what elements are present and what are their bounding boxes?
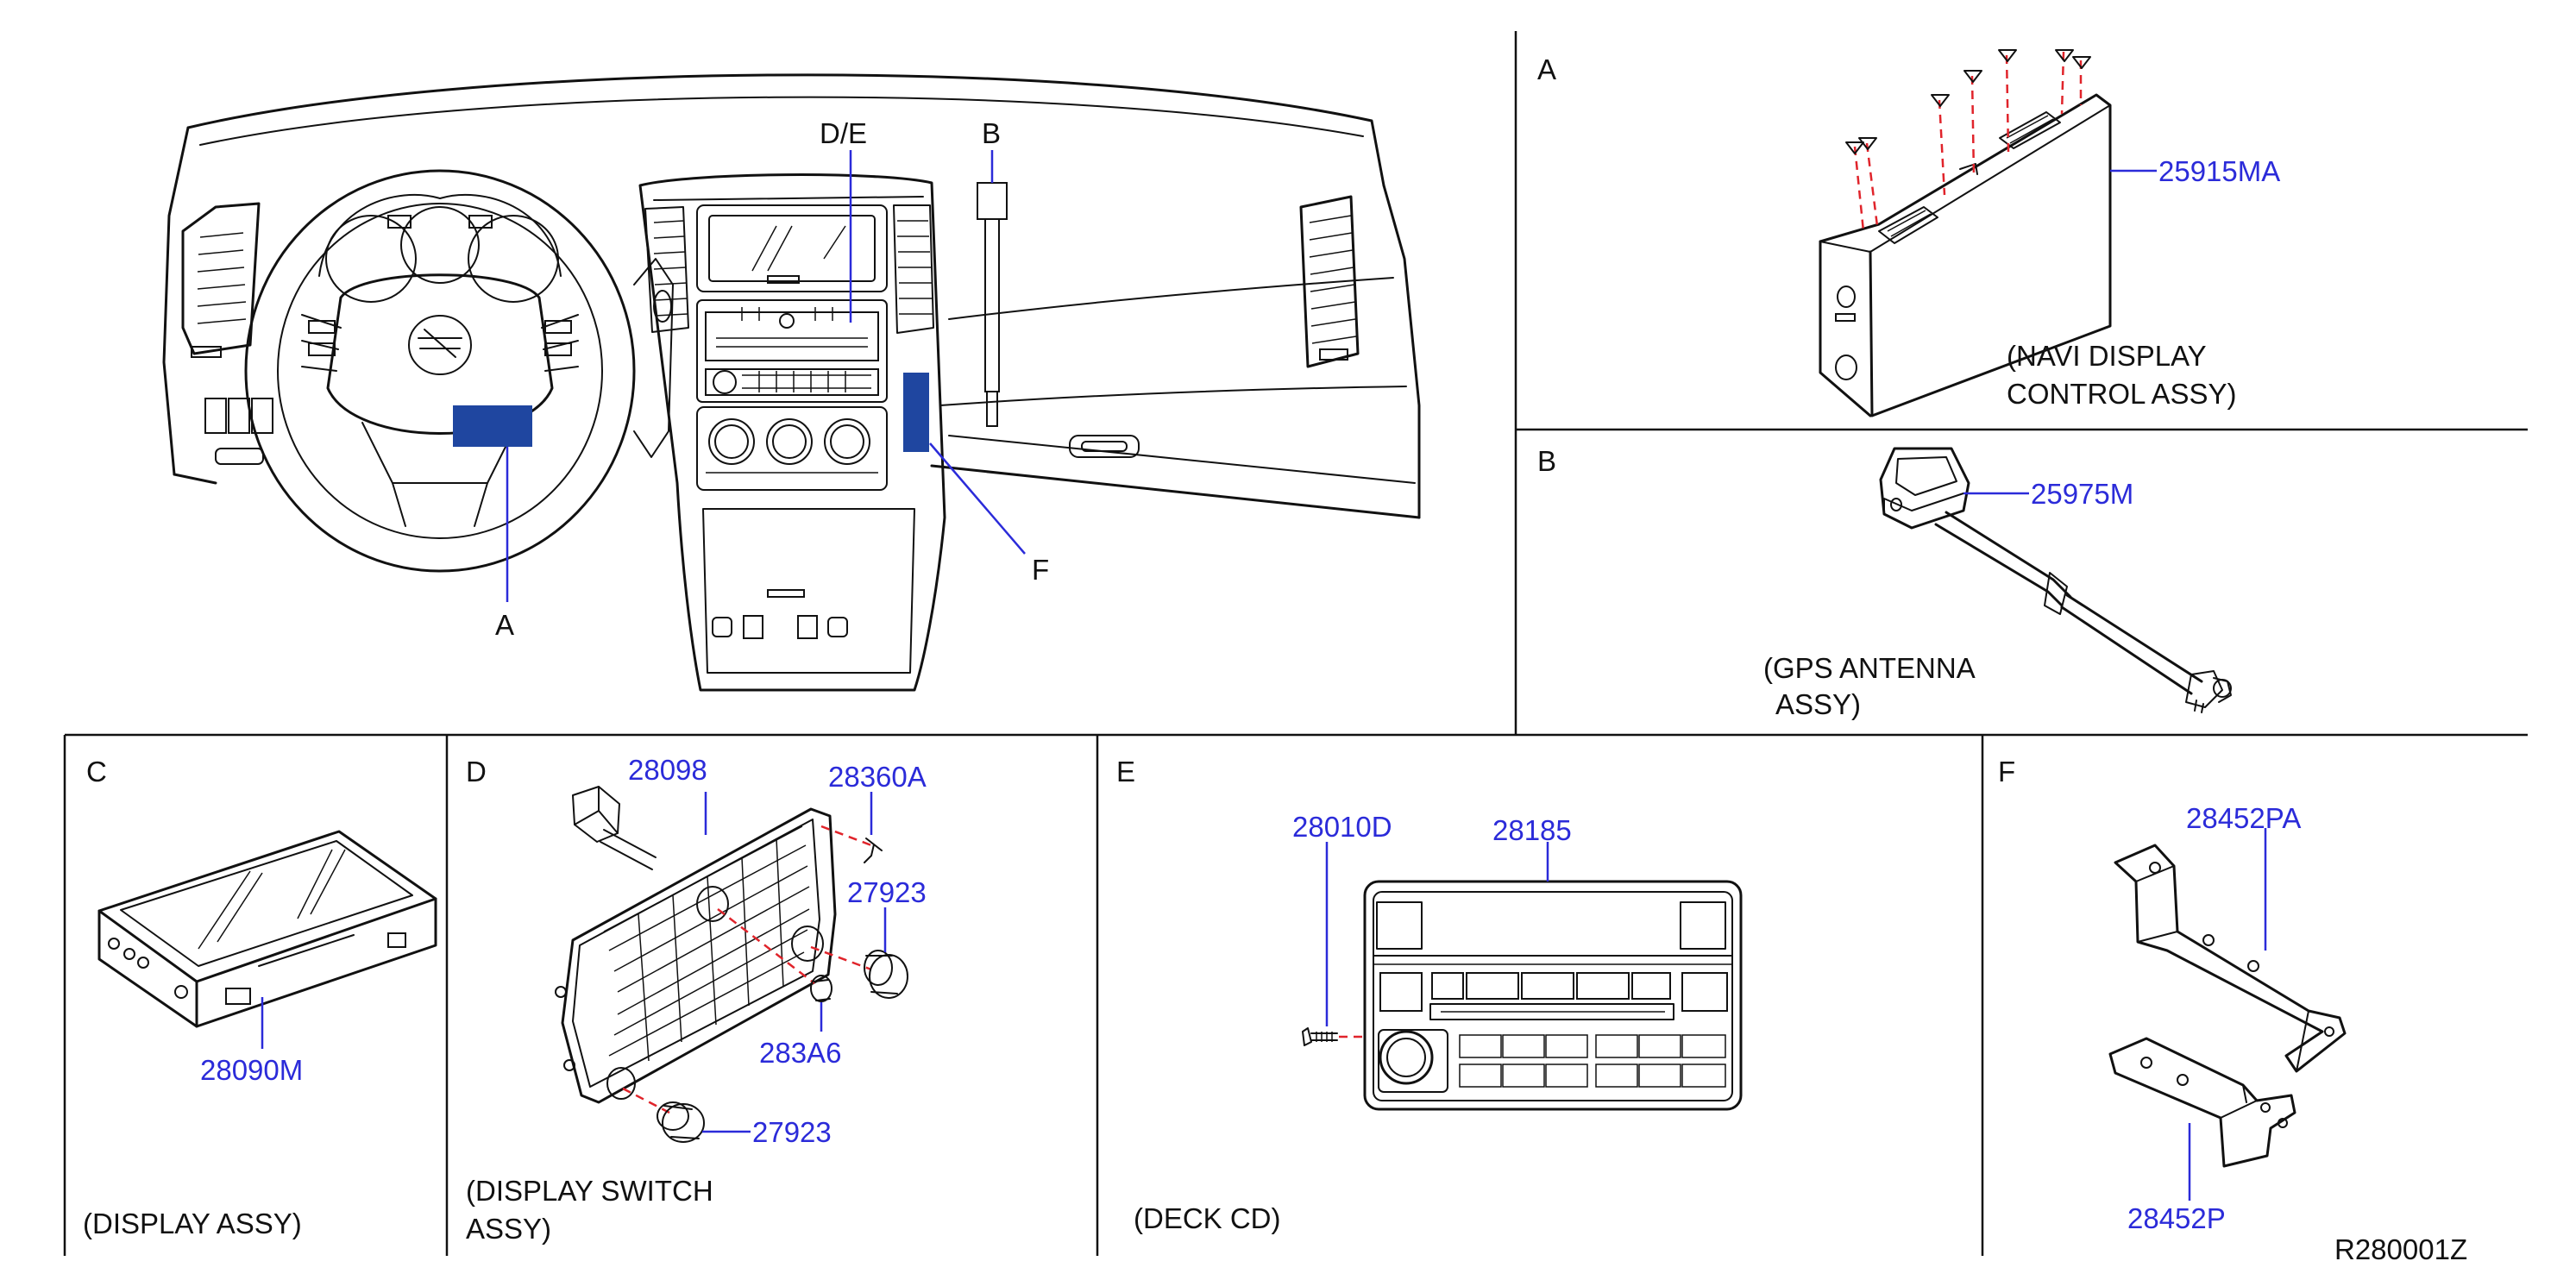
section-d: D (466, 754, 927, 1245)
part-number-25915ma: 25915MA (2158, 155, 2280, 187)
section-b-caption-line1: (GPS ANTENNA (1763, 652, 1976, 684)
part-number-27923-upper: 27923 (847, 876, 927, 908)
highlight-f (903, 373, 929, 452)
section-f-letter: F (1998, 756, 2015, 787)
reference-code: R280001Z (2334, 1233, 2467, 1265)
highlight-a (453, 405, 532, 447)
section-b: B 25975M (GPS ANTENNA ASSY) (1537, 445, 2232, 720)
section-a-screws (1845, 49, 2091, 232)
section-d-caption-line2: ASSY) (466, 1213, 551, 1245)
dashboard-overview: A B D/E F (162, 73, 1421, 692)
part-number-27923-lower: 27923 (752, 1116, 832, 1148)
part-number-283a6: 283A6 (759, 1037, 841, 1069)
section-a-letter: A (1537, 53, 1556, 85)
section-d-caption-line1: (DISPLAY SWITCH (466, 1175, 713, 1207)
section-c-letter: C (86, 756, 107, 787)
section-e-letter: E (1116, 756, 1135, 787)
part-number-25975m: 25975M (2031, 478, 2133, 510)
section-f: F 28452PA 28452P (1998, 756, 2347, 1234)
part-number-28452pa: 28452PA (2186, 802, 2301, 834)
part-number-28360a: 28360A (828, 761, 927, 793)
part-number-28185: 28185 (1492, 814, 1572, 846)
part-number-28090m: 28090M (200, 1054, 303, 1086)
section-c-caption: (DISPLAY ASSY) (83, 1208, 302, 1239)
section-a-caption-line2: CONTROL ASSY) (2007, 378, 2237, 410)
part-number-28098: 28098 (628, 754, 707, 786)
panel-borders (63, 31, 2528, 1256)
section-a: A (1537, 49, 2280, 417)
section-b-letter: B (1537, 445, 1556, 477)
callout-f: F (1032, 554, 1049, 586)
part-number-28452p: 28452P (2127, 1202, 2226, 1234)
section-c: C 28090M (DISPLAY ASSY) (83, 756, 437, 1239)
section-e: E (1116, 756, 1743, 1234)
section-e-caption: (DECK CD) (1134, 1202, 1281, 1234)
callout-de: D/E (820, 117, 867, 149)
section-a-caption-line1: (NAVI DISPLAY (2007, 340, 2207, 372)
callout-b: B (982, 117, 1001, 149)
callout-a: A (495, 609, 514, 641)
part-number-28010d: 28010D (1292, 811, 1392, 843)
section-b-caption-line2: ASSY) (1775, 688, 1861, 720)
section-d-letter: D (466, 756, 487, 787)
